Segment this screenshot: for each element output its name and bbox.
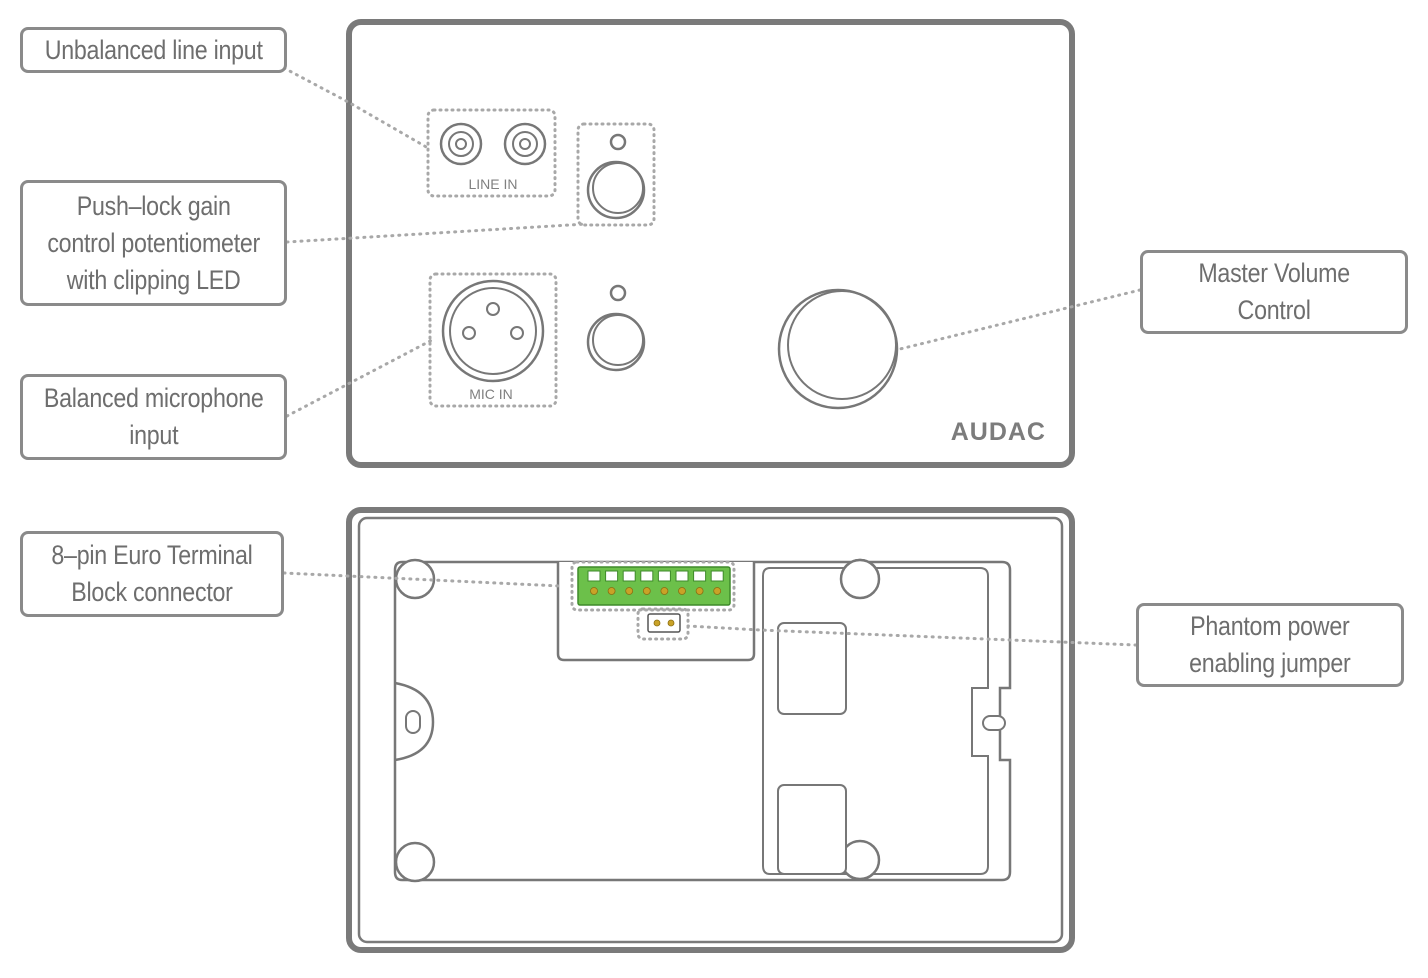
line-in-label: LINE IN [468, 176, 517, 192]
callout-mic-input: Balanced microphone input [20, 374, 287, 460]
leader-mic-input [285, 338, 434, 418]
leader-phantom-power [686, 624, 1138, 647]
gain-control-highlight [576, 122, 656, 227]
callout-phantom-power: Phantom power enabling jumper [1136, 603, 1404, 687]
callout-gain-control: Push–lock gain control potentiometer wit… [20, 180, 287, 306]
gain-knob-mic [586, 312, 646, 372]
clipping-led-mic [609, 284, 627, 302]
front-panel: LINE IN MIC IN AUDAC [346, 19, 1075, 468]
rca-left-jack [439, 122, 483, 166]
line-in-highlight [426, 108, 557, 198]
clipping-led-line [609, 133, 627, 151]
mount-hole-bottom-left [394, 841, 436, 883]
leader-line-input [282, 66, 430, 150]
leader-euro-terminal [282, 571, 562, 588]
brand-logo: AUDAC [951, 418, 1046, 446]
gain-knob-line [586, 160, 646, 220]
phantom-jumper-highlight [636, 607, 690, 641]
right-slot [982, 715, 1006, 731]
terminal-pin [710, 570, 724, 595]
master-volume-knob [777, 288, 899, 410]
module-window-bottom [777, 784, 847, 875]
euro-terminal-block [577, 566, 731, 606]
terminal-pin [657, 570, 671, 595]
terminal-pin [622, 570, 636, 595]
side-slot [405, 710, 421, 734]
side-tab [394, 681, 435, 762]
phantom-jumper [647, 613, 681, 633]
euro-terminal-highlight [570, 560, 736, 612]
leader-lines [282, 66, 1142, 647]
terminal-pin [675, 570, 689, 595]
module-window-top [777, 622, 847, 715]
callout-line-input: Unbalanced line input [20, 27, 287, 73]
mic-in-label: MIC IN [469, 386, 513, 402]
xlr-jack [441, 279, 545, 383]
callout-master-volume: Master Volume Control [1140, 250, 1408, 334]
terminal-pin [693, 570, 707, 595]
rear-panel [346, 507, 1075, 953]
terminal-pin [640, 570, 654, 595]
leader-master-volume [898, 288, 1142, 351]
rca-right-jack [503, 122, 547, 166]
leader-gain-control [285, 222, 588, 244]
terminal-pin [587, 570, 601, 595]
terminal-pin [605, 570, 619, 595]
callout-euro-terminal: 8–pin Euro Terminal Block connector [20, 531, 284, 617]
